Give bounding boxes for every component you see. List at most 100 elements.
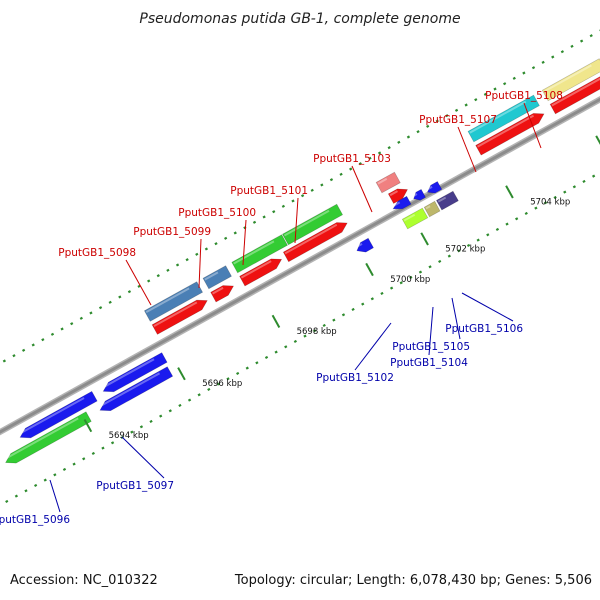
gene-PputGB1_5106-feature-highlight (437, 196, 447, 203)
outer-dot (21, 348, 26, 352)
outer-dot (60, 327, 64, 331)
outer-dot (406, 135, 411, 139)
gene-PputGB1_5096-feature (19, 390, 98, 439)
inner-dot (380, 291, 384, 296)
gene-PputGB1_5097-extra-highlight (98, 372, 160, 408)
leader-line (451, 297, 461, 340)
inner-dot (91, 451, 95, 455)
leader-line (242, 219, 247, 266)
outer-dot (310, 188, 314, 192)
inner-dot (591, 174, 596, 178)
tick-mark (365, 262, 374, 277)
outer-dot (329, 178, 334, 182)
outer-dot (281, 204, 285, 208)
outer-dot (89, 311, 93, 315)
outer-dot (2, 359, 6, 363)
inner-dot (255, 361, 259, 365)
outer-dot (41, 338, 45, 342)
gene-label-PputGB1_5100: PputGB1_5100 (178, 207, 256, 219)
genome-summary-text: Topology: circular; Length: 6,078,430 bp… (234, 573, 592, 588)
inner-dot (332, 318, 336, 322)
inner-dot (572, 185, 577, 189)
inner-dot (149, 419, 153, 424)
inner-dot (543, 201, 548, 205)
inner-dot (495, 227, 500, 232)
gene-PputGB1_5107-feature (467, 94, 540, 143)
outer-dot (426, 124, 430, 128)
outer-dot (579, 39, 584, 43)
inner-dot (62, 467, 67, 471)
cds-PputGB1_5100-feature (239, 258, 283, 287)
inner-dot (447, 254, 451, 258)
leader-line (351, 165, 373, 213)
outer-dot (454, 108, 459, 112)
gene-PputGB1_5105-feature (423, 200, 441, 218)
tick-label: 5698 kbp (297, 327, 337, 337)
small-reverse-arrow-1 (413, 188, 426, 201)
gene-PputGB1_5102-feature-highlight (355, 243, 363, 249)
tick-mark (177, 367, 186, 381)
inner-dot (351, 307, 355, 312)
gene-label-PputGB1_5105: PputGB1_5105 (392, 341, 470, 353)
cds-PputGB1_5098-feature-highlight (153, 301, 198, 327)
outer-dot (214, 242, 218, 246)
inner-dot (466, 243, 471, 248)
gene-PputGB1_5103-feature (375, 171, 401, 194)
outer-dot (435, 119, 439, 123)
outer-dot (512, 76, 516, 80)
outer-dot (368, 156, 372, 160)
outer-dot (108, 300, 112, 304)
inner-dot (33, 483, 38, 487)
tick-mark (271, 314, 281, 328)
leader-line (49, 479, 61, 513)
inner-dot (341, 313, 346, 317)
tick-mark (595, 135, 600, 145)
outer-dot (570, 44, 574, 48)
gene-PputGB1_5099-feature (202, 265, 232, 290)
tick-label: 5704 kbp (530, 197, 570, 207)
inner-dot (293, 339, 298, 344)
small-reverse-arrow-2-highlight (426, 185, 433, 191)
outer-dot (416, 130, 420, 134)
cds-PputGB1_5099-feature-highlight (212, 286, 224, 295)
small-reverse-arrow-0-highlight (392, 201, 401, 208)
inner-dot (553, 195, 557, 200)
inner-dot (43, 478, 47, 482)
small-reverse-arrow-2 (426, 181, 443, 194)
inner-dot (72, 462, 76, 466)
inner-dot (303, 334, 307, 338)
outer-dot (272, 210, 276, 214)
cds-PputGB1_5099-feature (210, 285, 235, 303)
accession-text: Accession: NC_010322 (10, 573, 158, 588)
gene-PputGB1_5096-extra (5, 411, 92, 464)
outer-dot (339, 172, 343, 176)
map-title: Pseudomonas putida GB-1, complete genome (139, 11, 460, 27)
gene-PputGB1_5108-feature (541, 58, 600, 102)
tick-mark (420, 232, 429, 246)
cds-PputGB1_5108-feature-highlight (551, 77, 600, 107)
tick-dots (2, 29, 600, 503)
inner-dot (130, 430, 134, 434)
outer-dot (493, 87, 497, 91)
gene-label-PputGB1_5099: PputGB1_5099 (133, 226, 211, 238)
inner-dot (236, 371, 240, 376)
inner-dot (399, 281, 403, 285)
outer-dot (233, 231, 237, 235)
gene-label-PputGB1_5108: PputGB1_5108 (485, 90, 563, 102)
inner-dot (226, 377, 230, 381)
inner-dot (197, 393, 201, 397)
inner-dot (438, 259, 442, 264)
inner-dot (178, 403, 182, 408)
inner-dot (53, 473, 57, 477)
inner-dot (312, 329, 317, 333)
gene-label-PputGB1_5102: PputGB1_5102 (316, 372, 394, 384)
inner-dot (476, 238, 480, 242)
outer-dot (387, 146, 391, 150)
inner-dot (486, 233, 490, 237)
inner-dot (409, 275, 413, 280)
leader-line (198, 238, 202, 289)
outer-dot (12, 354, 16, 358)
gene-label-PputGB1_5101: PputGB1_5101 (230, 185, 308, 197)
inner-dot (274, 350, 278, 354)
